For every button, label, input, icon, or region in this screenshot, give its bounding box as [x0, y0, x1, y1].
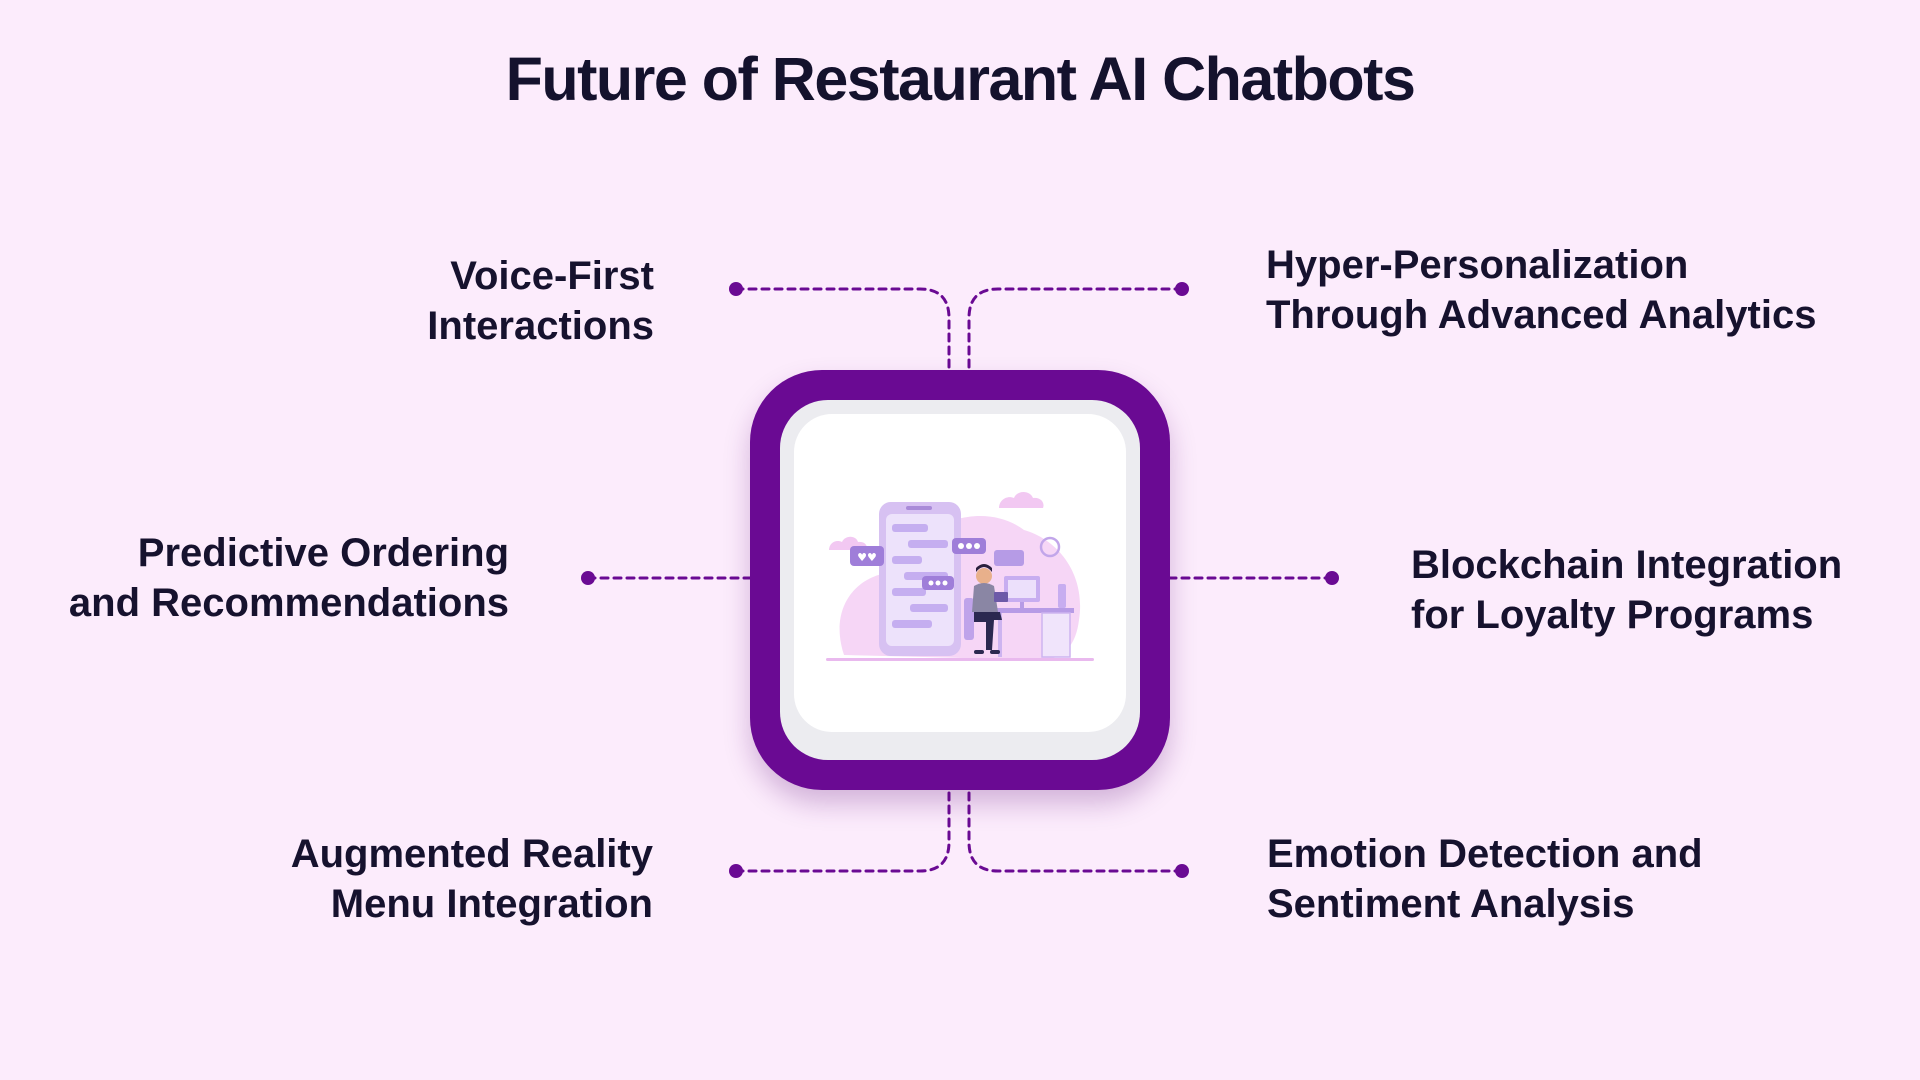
endpoint-dot-emotion: [1175, 864, 1189, 878]
hub-card: ♥♥: [794, 414, 1126, 732]
feature-voice-first-interactions: Voice-First Interactions: [427, 251, 654, 351]
feature-label-line: Menu Integration: [330, 882, 653, 926]
feature-label-line: Interactions: [427, 304, 654, 348]
feature-blockchain-loyalty: Blockchain Integration for Loyalty Progr…: [1411, 540, 1842, 640]
svg-text:♥♥: ♥♥: [857, 551, 877, 564]
feature-label-line: Augmented Reality: [290, 832, 653, 876]
feature-label-line: Voice-First: [450, 254, 654, 298]
feature-hyper-personalization: Hyper-Personalization Through Advanced A…: [1266, 240, 1816, 340]
endpoint-dot-predictive: [581, 571, 595, 585]
feature-predictive-ordering: Predictive Ordering and Recommendations: [69, 528, 509, 628]
feature-label-line: Sentiment Analysis: [1267, 882, 1635, 926]
endpoint-dot-blockchain: [1325, 571, 1339, 585]
page-title: Future of Restaurant AI Chatbots: [505, 45, 1416, 113]
feature-label-line: Through Advanced Analytics: [1266, 293, 1817, 337]
connector-voice: [734, 287, 951, 370]
endpoint-dot-augmented: [729, 864, 743, 878]
connector-emotion: [967, 790, 1184, 873]
central-hub: ♥♥: [750, 370, 1170, 790]
feature-label-line: and Recommendations: [68, 581, 509, 625]
feature-label-line: for Loyalty Programs: [1411, 593, 1814, 637]
feature-label-line: Emotion Detection and: [1267, 832, 1703, 876]
endpoint-dot-hyper: [1175, 282, 1189, 296]
feature-label-line: Predictive Ordering: [137, 531, 509, 575]
connector-hyper: [967, 287, 1184, 370]
hub-frame: ♥♥: [780, 400, 1140, 760]
feature-augmented-reality-menu: Augmented Reality Menu Integration: [291, 829, 653, 929]
feature-label-line: Blockchain Integration: [1411, 543, 1843, 587]
endpoint-dot-voice: [729, 282, 743, 296]
connector-augmented: [734, 790, 951, 873]
feature-emotion-detection: Emotion Detection and Sentiment Analysis: [1267, 829, 1703, 929]
chatbot-illustration-icon: ♥♥: [826, 492, 1094, 661]
feature-label-line: Hyper-Personalization: [1266, 243, 1689, 287]
